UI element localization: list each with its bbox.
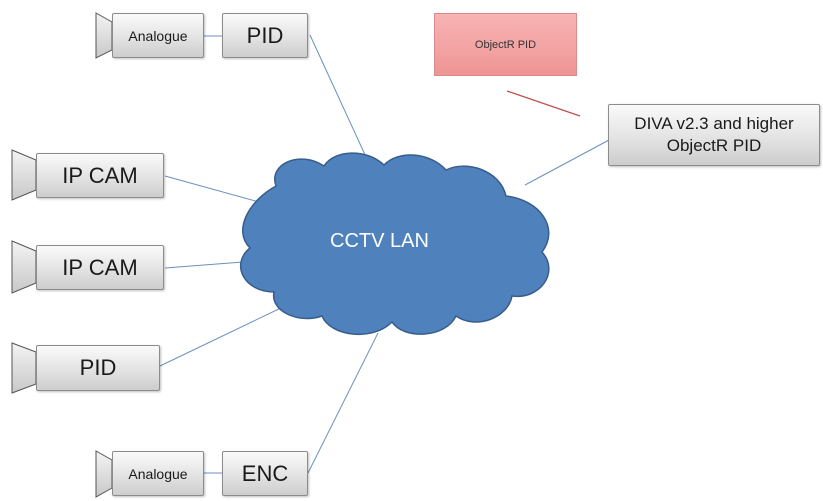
ip-cam-1-box: IP CAM [36,153,164,198]
link-ip-cam-2 [164,261,244,269]
objectr-callout-label: ObjectR PID [474,38,537,51]
analogue-top-label: Analogue [128,27,188,44]
pid-left-label: PID [79,355,117,380]
diva-label-line1: DIVA v2.3 and higher [634,114,794,133]
camera-lens-icon [11,149,37,201]
cloud-label: CCTV LAN [330,230,429,252]
pid-top-label: PID [246,22,284,48]
camera-lens-icon [95,12,113,59]
connection-lines [159,34,610,474]
cctv-lan-cloud [239,152,550,336]
ip-cam-2-label: IP CAM [62,254,138,280]
objectr-pid-callout: ObjectR PID [434,13,577,76]
link-ip-cam-1 [164,175,271,206]
link-enc-bottom [307,332,379,474]
analogue-camera-top: Analogue [112,13,204,58]
link-pid-left [159,305,286,367]
camera-lens-icon [11,342,37,394]
enc-bottom-box: ENC [222,451,308,496]
diva-objectr-box: DIVA v2.3 and higher ObjectR PID [608,104,820,166]
camera-lens-icon [11,240,37,294]
analogue-bottom-label: Analogue [128,465,188,482]
enc-bottom-label: ENC [241,460,289,486]
callout-line [506,90,581,117]
pid-left-box: PID [36,345,160,391]
link-pid-top [309,34,373,171]
analogue-camera-bottom: Analogue [112,451,204,496]
ip-cam-1-label: IP CAM [62,162,138,188]
pid-top-box: PID [222,13,308,58]
camera-lens-icons [11,12,113,498]
ip-cam-2-box: IP CAM [36,245,164,290]
camera-lens-icon [95,450,113,498]
link-diva [524,139,610,186]
diva-label-line2: ObjectR PID [666,136,762,155]
